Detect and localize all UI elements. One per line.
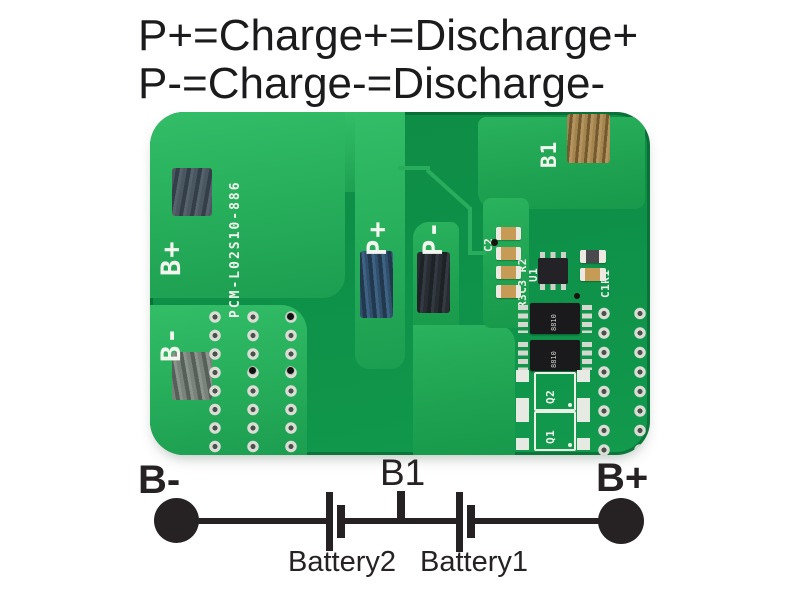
schematic-wire xyxy=(345,518,458,524)
battery2-plate-long xyxy=(326,492,333,551)
q2-footprint-pads xyxy=(577,370,590,410)
schematic-b-minus-label: B- xyxy=(138,458,181,502)
q1-silkscreen-label: Q1 xyxy=(544,429,557,444)
pcb-trace xyxy=(398,166,430,170)
smd-capacitor-c1 xyxy=(580,268,606,281)
p-plus-solder-pad xyxy=(360,251,393,318)
schematic-b-plus-label: B+ xyxy=(596,456,649,500)
b1-solder-pad xyxy=(567,114,610,163)
p-plus-pad-label: P+ xyxy=(362,219,393,256)
battery1-plate-long xyxy=(456,492,463,552)
schematic-b1-label: B1 xyxy=(380,452,426,493)
copper-region-bottom-center xyxy=(413,325,515,455)
battery1-label: Battery1 xyxy=(420,546,528,578)
via-grid-left xyxy=(196,308,310,455)
mosfet-chip-2: 8810 xyxy=(530,340,580,371)
pcb-trace xyxy=(468,251,486,255)
b-plus-terminal-node xyxy=(598,498,644,544)
battery1-plate-short xyxy=(467,505,475,538)
connection-note-line2: P-=Charge-=Discharge- xyxy=(138,59,606,108)
via-grid-right xyxy=(586,304,650,455)
pcb-trace xyxy=(468,207,472,255)
mosfet-pins xyxy=(518,342,528,370)
smd-resistor-r1 xyxy=(580,250,606,263)
smd-resistor xyxy=(496,285,521,298)
b1-center-tap xyxy=(397,491,405,521)
q2-footprint-pads xyxy=(516,370,529,410)
mosfet-pins xyxy=(582,305,592,333)
chip-marking: 8810 xyxy=(550,351,558,368)
u1-pins xyxy=(540,284,566,290)
battery2-label: Battery2 xyxy=(288,546,396,578)
battery2-plate-short xyxy=(337,505,345,538)
u1-pins xyxy=(540,252,566,258)
b-plus-pad-label: B+ xyxy=(156,239,187,276)
c2-silkscreen-label: C2 xyxy=(482,237,495,252)
b-plus-solder-pad xyxy=(172,168,212,216)
schematic-wire xyxy=(195,518,330,524)
mosfet-pins xyxy=(518,305,528,333)
copper-region-b1 xyxy=(478,117,645,209)
connection-note: P+=Charge+=Discharge+ P-=Charge-=Dischar… xyxy=(138,12,638,108)
via-filled xyxy=(286,312,295,321)
b-minus-pad-label: B- xyxy=(156,325,187,362)
b-minus-terminal-node xyxy=(154,498,199,543)
q1-footprint-pads xyxy=(516,410,529,450)
connection-note-line1: P+=Charge+=Discharge+ xyxy=(138,11,639,60)
pcb-model-number: PCM-L02S10-886 xyxy=(228,180,243,318)
via-filled xyxy=(286,366,295,375)
q1-footprint-pads xyxy=(577,410,590,450)
test-point xyxy=(574,293,580,299)
q2-silkscreen-label: Q2 xyxy=(544,389,557,404)
schematic-wire xyxy=(475,518,600,524)
chip-marking: 8810 xyxy=(550,314,558,331)
pcb-board: B+ PCM-L02S10-886 B- P+ P- B1 C2 R3C3 R2… xyxy=(150,112,650,455)
p-minus-pad-label: P- xyxy=(418,219,449,256)
q1-footprint xyxy=(534,411,576,451)
b1-pad-label: B1 xyxy=(537,140,561,168)
smd-resistor xyxy=(496,266,521,279)
via-filled xyxy=(248,366,257,375)
mosfet-chip-1: 8810 xyxy=(530,303,580,334)
mosfet-pins xyxy=(582,342,592,370)
p-minus-solder-pad xyxy=(417,252,450,313)
test-point xyxy=(491,239,498,246)
smd-resistor xyxy=(496,247,521,260)
u1-protection-ic xyxy=(538,258,568,284)
q2-footprint xyxy=(534,372,576,411)
copper-region-p-plus-strip xyxy=(355,112,405,369)
smd-resistor xyxy=(496,227,521,240)
